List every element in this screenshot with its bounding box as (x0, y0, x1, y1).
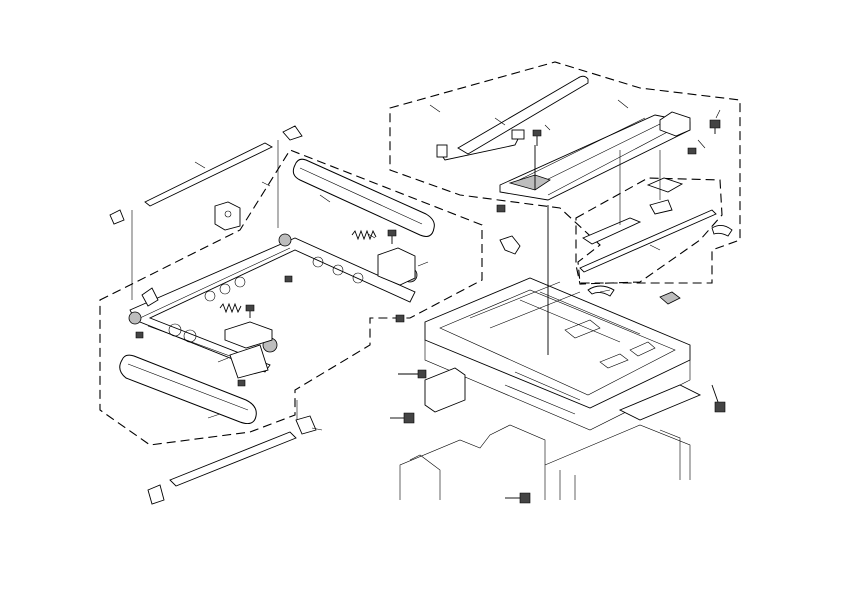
spring-icon (219, 302, 242, 314)
scanner-base-side (424, 340, 691, 431)
pulley-bracket-icon (214, 201, 241, 231)
first-carriage-rail (514, 117, 676, 196)
frame-hole (312, 256, 324, 268)
carriage-rail-icon (579, 209, 717, 273)
screw-icon (505, 492, 531, 504)
screw-icon (284, 275, 293, 283)
screw-icon (709, 119, 721, 134)
exposure-lamp-icon (457, 75, 589, 155)
scanner-frame-icon (129, 237, 416, 373)
base-slot (564, 319, 656, 369)
base-rib (504, 371, 581, 415)
tension-plate-icon (224, 321, 273, 349)
screw-icon (395, 314, 405, 323)
drive-belt-icon (119, 354, 257, 424)
spring-icon (351, 229, 377, 241)
machine-frame (399, 424, 546, 500)
guide-rail (469, 281, 641, 343)
scanner-body (390, 205, 726, 504)
bracket-hole (224, 210, 232, 218)
rail-clip-icon (147, 484, 165, 505)
mirror-holder-icon (582, 217, 642, 245)
screw-icon (711, 384, 726, 413)
lamp-carriage-boundary (389, 61, 741, 284)
drive-belt-icon (292, 158, 435, 237)
rail-clip-icon (295, 415, 317, 435)
sensor-bracket-icon (229, 344, 269, 379)
frame-hole (204, 290, 216, 302)
screw-icon (387, 229, 397, 244)
callout-leaders (194, 99, 721, 431)
rail-end-bracket-icon (587, 285, 615, 297)
latch-icon (499, 235, 521, 255)
frame-hole (332, 264, 344, 276)
frame-hole (352, 272, 364, 284)
sub-carriage-boundary (575, 177, 723, 285)
frame-hole (219, 283, 231, 295)
sensor-block-icon (659, 291, 681, 305)
screw-icon (390, 412, 415, 424)
scanner-base-inner (439, 289, 676, 396)
lamp-connector-icon (436, 144, 448, 158)
scan-rail-icon (169, 431, 297, 487)
bracket-icon (646, 177, 684, 193)
screw-icon (687, 147, 697, 155)
carriage-plate-icon (508, 174, 551, 191)
screw-icon (245, 304, 255, 318)
side-bracket-icon (424, 367, 466, 413)
screw-icon (237, 379, 246, 387)
mirror-bracket-icon (649, 199, 673, 215)
cable-connector-icon (511, 129, 525, 140)
end-bracket-icon (141, 287, 159, 307)
machine-frame-right (544, 424, 691, 500)
tension-bracket-icon (377, 247, 416, 286)
screw-icon (496, 204, 506, 213)
frame-hole (234, 276, 246, 288)
scan-rail-icon (144, 142, 273, 207)
carriage-bracket-icon (659, 111, 691, 137)
pulley-icon (128, 311, 142, 325)
drive-assembly-boundary (99, 149, 483, 446)
rail-clip-icon (282, 125, 303, 141)
screw-icon (135, 331, 144, 339)
side-bracket-icon (618, 384, 702, 421)
frame-hole (168, 323, 182, 337)
rail-clip-icon (109, 209, 125, 225)
rail-end-bracket-icon (711, 225, 733, 237)
scanner-drive-assembly (99, 125, 483, 505)
frame-hole (183, 329, 197, 343)
pulley-icon (278, 233, 292, 247)
screw-icon (398, 369, 427, 379)
drive-belt-inner (299, 167, 423, 225)
lamp-carriage-assembly (389, 61, 741, 297)
screw-icon (532, 129, 542, 146)
drive-belt-inner (127, 363, 249, 411)
